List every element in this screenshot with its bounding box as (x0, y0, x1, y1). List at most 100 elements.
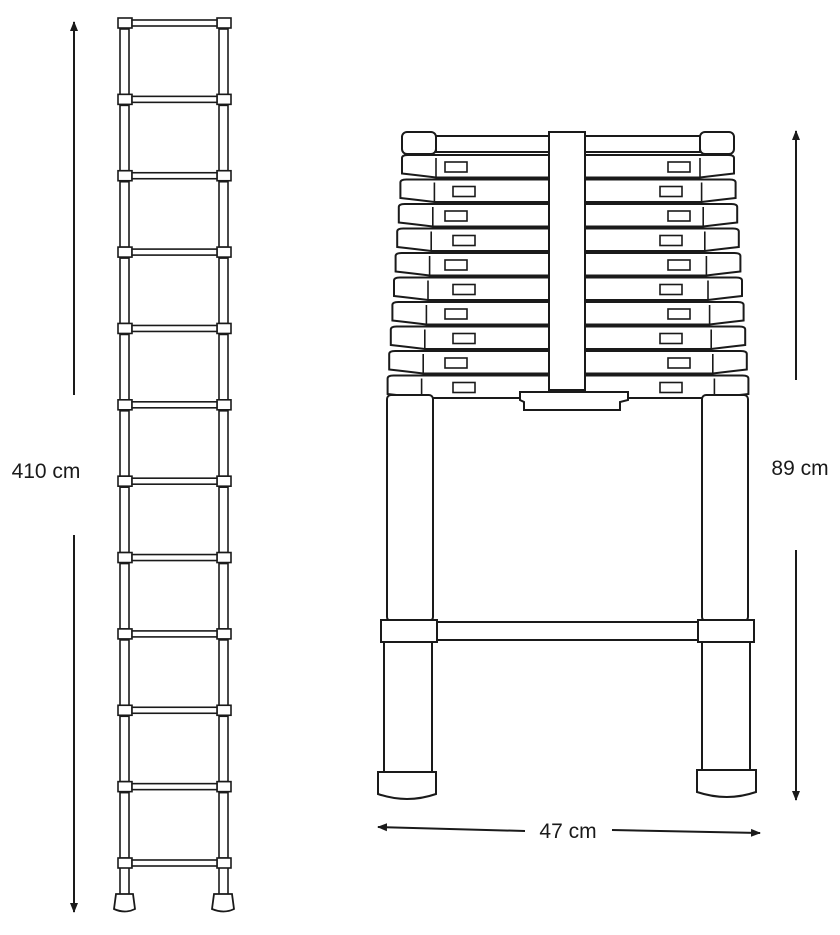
segment-lock-slot-right (659, 185, 683, 198)
ladder-rung-collar-right (216, 475, 232, 487)
folded-ladder-bottom-rung (436, 621, 699, 641)
ladder-rail-right (218, 410, 229, 477)
folded-ladder-right-leg (696, 394, 757, 798)
ladder-rail-right (218, 333, 229, 401)
folded-height-label: 89 cm (771, 457, 828, 480)
ladder-rung-collar-right (216, 551, 232, 564)
width-label: 47 cm (539, 820, 596, 843)
extended-height-label: 410 cm (12, 460, 81, 483)
ladder-rung-collar-right (216, 246, 232, 258)
extended-height-dimension: 410 cm (12, 21, 81, 913)
segment-lock-slot-right (667, 308, 691, 320)
ladder-rung-collar-right (216, 169, 232, 182)
ladder-rung (131, 706, 218, 715)
ladder-rail-left (119, 410, 130, 477)
ladder-rung (131, 859, 218, 867)
segment-lock-slot-left (452, 234, 476, 247)
ladder-rung-collar-left (117, 246, 133, 258)
ladder-rail-left (119, 639, 130, 707)
segment-lock-slot-left (444, 259, 468, 271)
ladder-rail-left (119, 715, 130, 783)
ladder-rung-collar-right (216, 322, 232, 335)
ladder-rung (131, 782, 218, 791)
ladder-rung-collar-right (216, 628, 232, 640)
folded-ladder (377, 131, 757, 800)
ladder-rail-left (119, 486, 130, 554)
ladder-rail-right (218, 257, 229, 325)
ladder-rung-collar-right (216, 399, 232, 411)
ladder-rung (131, 401, 218, 409)
extended-ladder-rungs (117, 17, 232, 869)
segment-lock-slot-left (452, 332, 476, 345)
segment-lock-slot-right (659, 283, 683, 296)
ladder-rung-collar-right (216, 780, 232, 793)
ladder-rung-collar-left (117, 169, 133, 182)
ladder-rail-right (218, 486, 229, 554)
width-dimension: 47 cm (377, 820, 761, 843)
ladder-rung-collar-left (117, 780, 133, 793)
ladder-rung (131, 95, 218, 104)
ladder-rail-left (119, 865, 130, 897)
ladder-rung-collar-left (117, 17, 133, 29)
ladder-rung-collar-left (117, 475, 133, 487)
segment-lock-slot-left (452, 283, 476, 296)
ladder-rail-left (119, 28, 130, 96)
width-arrow-left (377, 823, 526, 832)
ladder-rung (131, 324, 218, 333)
ladder-rail-left (119, 333, 130, 401)
ladder-rung-collar-left (117, 704, 133, 717)
folded-ladder-center-strap (519, 131, 629, 411)
ladder-foot-left (113, 893, 136, 913)
ladder-rung-collar-right (216, 17, 232, 29)
ladder-rail-left (119, 791, 130, 859)
ladder-rung-collar-right (216, 93, 232, 106)
segment-lock-slot-left (452, 185, 476, 198)
ladder-rail-right (218, 791, 229, 859)
folded-height-dimension: 89 cm (771, 130, 829, 801)
segment-lock-slot-left (444, 357, 468, 369)
segment-lock-slot-right (659, 381, 683, 394)
segment-lock-slot-right (659, 332, 683, 345)
ladder-rail-left (119, 562, 130, 630)
ladder-rail-right (218, 639, 229, 707)
segment-lock-slot-right (667, 357, 691, 369)
width-arrow-right (611, 828, 761, 837)
ladder-rail-left (119, 257, 130, 325)
ladder-rung (131, 630, 218, 638)
folded-ladder-top-cap (401, 131, 735, 155)
segment-lock-slot-left (452, 381, 476, 394)
segment-lock-slot-right (667, 210, 691, 222)
segment-lock-slot-right (667, 259, 691, 271)
strap-clip (519, 391, 629, 411)
ladder-foot-right (211, 893, 235, 913)
ladder-rung (131, 171, 218, 180)
segment-lock-slot-right (667, 161, 691, 173)
ladder-rung-collar-left (117, 399, 133, 411)
ladder-rung-collar-left (117, 857, 133, 869)
ladder-rung-collar-right (216, 857, 232, 869)
ladder-rail-right (218, 180, 229, 248)
folded-ladder-left-leg (377, 394, 438, 800)
segment-lock-slot-left (444, 210, 468, 222)
ladder-rail-right (218, 562, 229, 630)
ladder-rung-collar-left (117, 322, 133, 335)
ladder-rail-left (119, 104, 130, 172)
ladder-rung (131, 19, 218, 27)
ladder-rung-collar-left (117, 551, 133, 564)
ladder-rung (131, 248, 218, 256)
ladder-rail-right (218, 715, 229, 783)
ladder-rung-collar-left (117, 93, 133, 106)
ladder-rung-collar-right (216, 704, 232, 717)
ladder-rail-right (218, 104, 229, 172)
ladder-rung (131, 477, 218, 485)
ladder-rail-left (119, 180, 130, 248)
ladder-rung-collar-left (117, 628, 133, 640)
ladder-rail-right (218, 28, 229, 96)
extended-ladder-rails (113, 28, 235, 913)
segment-lock-slot-right (659, 234, 683, 247)
segment-lock-slot-left (444, 161, 468, 173)
segment-lock-slot-left (444, 308, 468, 320)
ladder-rung (131, 553, 218, 562)
